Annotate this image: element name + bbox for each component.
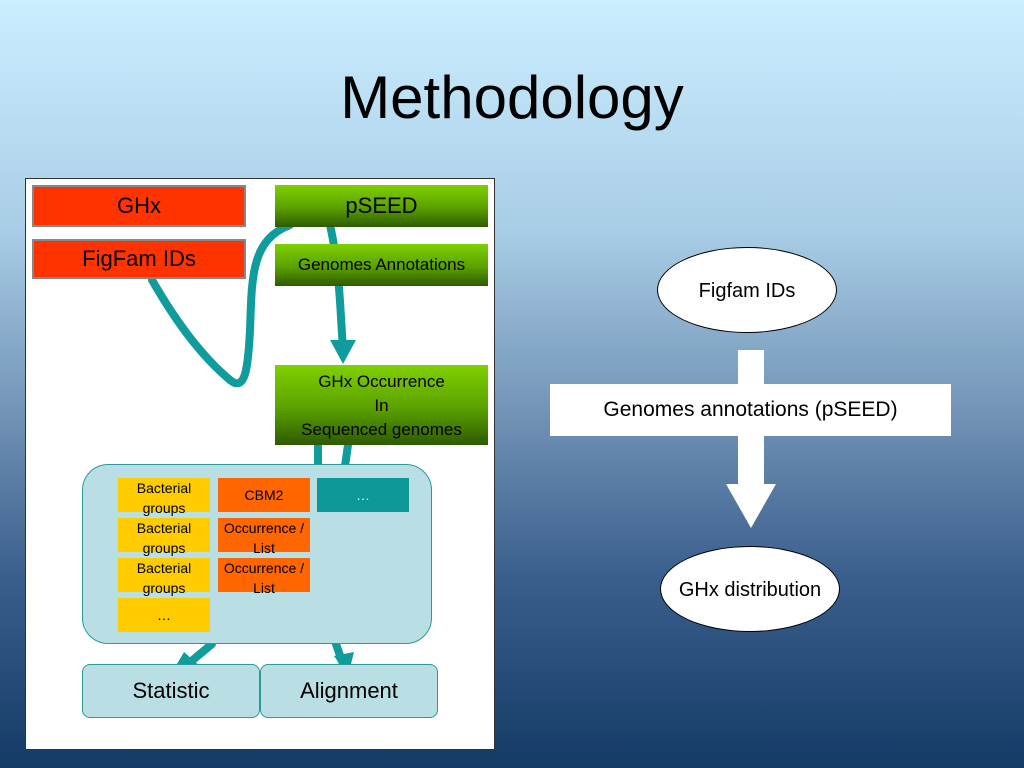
white-down-arrow-icon [726, 350, 776, 528]
page-title: Methodology [340, 64, 684, 131]
table-cell-occurrence-list: Occurrence / List [218, 558, 310, 596]
genomes-annotations-label: Genomes Annotations [297, 255, 466, 274]
ghx-label: GHx [117, 193, 161, 218]
table-cell-occurrence-list: Occurrence / List [218, 518, 310, 556]
table-cell-bacterial-groups: Bacterial groups [118, 518, 210, 556]
table-cell-ellipsis: … [317, 478, 409, 512]
ghx-occurrence-line-1: GHx Occurrence [318, 372, 445, 391]
ghx-occurrence-box: GHx Occurrence In Sequenced genomes [275, 365, 488, 445]
figfam-ids-box: FigFam IDs [32, 239, 246, 279]
genomes-annotations-pseed-box: Genomes annotations (pSEED) [550, 384, 951, 436]
figfam-ids-label: FigFam IDs [82, 246, 196, 271]
ghx-distribution-ellipse: GHx distribution [660, 546, 840, 632]
table-cell-cbm2: CBM2 [218, 478, 310, 512]
pseed-box: pSEED [275, 185, 488, 227]
figfam-ids-ellipse: Figfam IDs [657, 247, 837, 333]
table-cell-bacterial-groups: Bacterial groups [118, 558, 210, 596]
ghx-box: GHx [32, 185, 246, 227]
statistic-box: Statistic [82, 664, 260, 718]
ghx-occurrence-line-3: Sequenced genomes [301, 420, 462, 439]
table-cell-bacterial-groups: Bacterial groups [118, 478, 210, 516]
table-cell-ellipsis: … [118, 598, 210, 632]
ghx-occurrence-line-2: In [374, 396, 389, 415]
alignment-box: Alignment [260, 664, 438, 718]
genomes-annotations-box: Genomes Annotations [275, 244, 488, 286]
pseed-label: pSEED [345, 193, 418, 218]
